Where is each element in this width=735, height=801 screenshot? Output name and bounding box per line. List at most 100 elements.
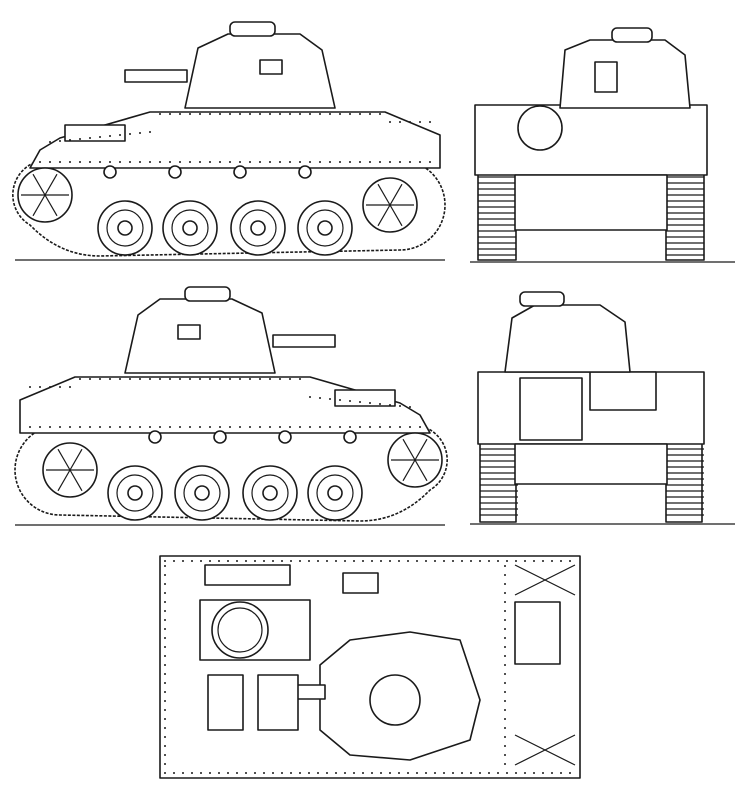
wheel-rim [306, 209, 344, 247]
rivet [419, 161, 421, 163]
return-roller [298, 165, 312, 179]
rivet [371, 560, 373, 562]
rivet [389, 161, 391, 163]
rivet [263, 772, 265, 774]
rivet [239, 161, 241, 163]
rivet [504, 727, 506, 729]
wheel-spoke [389, 183, 403, 206]
rivet [369, 161, 371, 163]
rivet [470, 560, 472, 562]
wheel-hub [182, 220, 198, 236]
rivet [317, 772, 319, 774]
rivet [560, 772, 562, 774]
rivet [169, 161, 171, 163]
rivet [164, 560, 166, 562]
rivet [259, 113, 261, 115]
rivet [452, 772, 454, 774]
rivet [434, 560, 436, 562]
rivet [281, 560, 283, 562]
rivet [407, 560, 409, 562]
rivet [259, 161, 261, 163]
hatch-left [207, 674, 244, 731]
rivet [227, 560, 229, 562]
rivet [191, 560, 193, 562]
rivet [227, 772, 229, 774]
rivet [389, 560, 391, 562]
rivet [452, 560, 454, 562]
rivet [329, 113, 331, 115]
rivet [339, 113, 341, 115]
rivet [443, 560, 445, 562]
rivet [229, 161, 231, 163]
rivet [182, 772, 184, 774]
rivet [335, 560, 337, 562]
rivet [164, 673, 166, 675]
rivet [199, 161, 201, 163]
rivet [479, 560, 481, 562]
rivet [79, 138, 81, 140]
rivet [344, 560, 346, 562]
rivet [470, 772, 472, 774]
wheel-rim [239, 209, 277, 247]
rivet [326, 772, 328, 774]
rivet [488, 560, 490, 562]
wheel-spoke [44, 173, 58, 196]
rivet [497, 560, 499, 562]
rivet [39, 161, 41, 163]
rivet [362, 772, 364, 774]
fan-cover-inner [217, 607, 263, 653]
rivet [263, 560, 265, 562]
rivet [164, 754, 166, 756]
rivet [218, 560, 220, 562]
return-roller [233, 165, 247, 179]
idler-detail [517, 105, 563, 151]
rivet [89, 137, 91, 139]
rivet [164, 727, 166, 729]
wheel-spoke [377, 183, 391, 206]
hull-front [474, 104, 708, 176]
rivet [389, 121, 391, 123]
rivet [504, 655, 506, 657]
rivet [219, 161, 221, 163]
rivet [335, 772, 337, 774]
rivet [209, 772, 211, 774]
rivet [164, 628, 166, 630]
rivet [569, 560, 571, 562]
rivet [542, 772, 544, 774]
rivet [164, 592, 166, 594]
rivet [497, 772, 499, 774]
rivet [164, 655, 166, 657]
rivet [59, 161, 61, 163]
rivet [179, 113, 181, 115]
rivet [504, 601, 506, 603]
rivet [89, 161, 91, 163]
wheel-rim [106, 209, 144, 247]
rivet [416, 560, 418, 562]
rivet [380, 772, 382, 774]
rivet [279, 113, 281, 115]
rivet [99, 136, 101, 138]
rivet [49, 141, 51, 143]
lower-plate [514, 174, 668, 231]
rivet [164, 709, 166, 711]
wheel-spoke [32, 194, 46, 217]
rivet [229, 113, 231, 115]
rivet [504, 736, 506, 738]
front-grille [514, 601, 561, 665]
wheel-spoke [44, 194, 58, 217]
rivet [191, 772, 193, 774]
rivet [159, 161, 161, 163]
rivet [309, 113, 311, 115]
cross-brace [514, 564, 576, 596]
rivet [159, 113, 161, 115]
rivet [359, 161, 361, 163]
rivet [164, 763, 166, 765]
rivet [349, 161, 351, 163]
rivet [425, 560, 427, 562]
rivet [272, 772, 274, 774]
rivet [339, 161, 341, 163]
return-roller [168, 165, 182, 179]
rivet [200, 560, 202, 562]
rivet [504, 619, 506, 621]
